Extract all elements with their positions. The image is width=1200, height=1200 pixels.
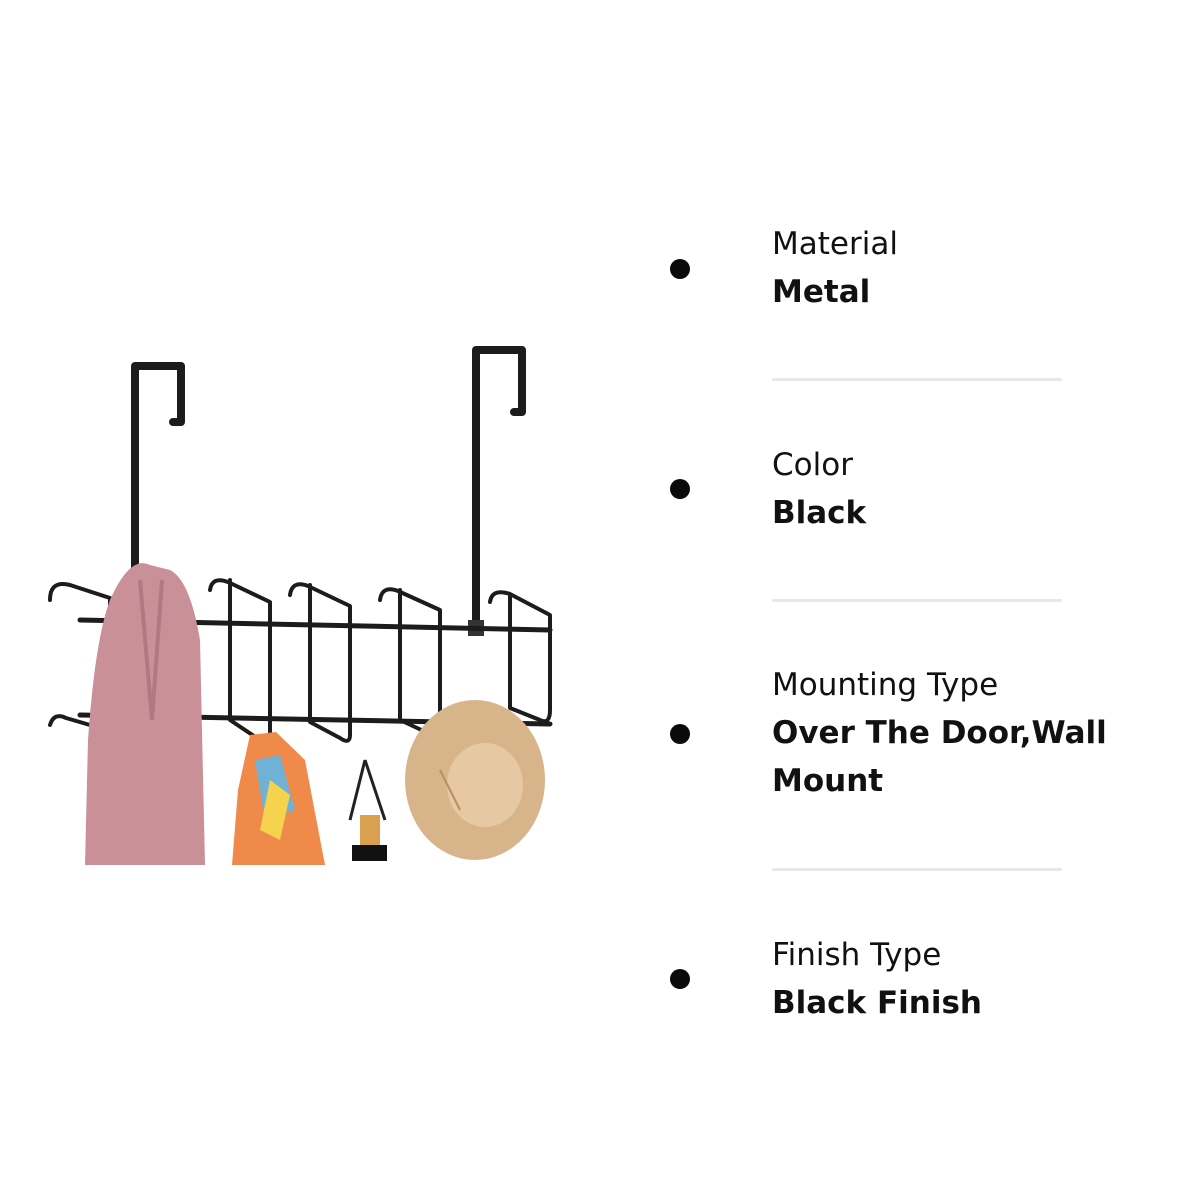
bullet-dot-icon (670, 969, 690, 989)
hook-rack-illustration (48, 346, 553, 865)
spec-value-material: Metal (772, 274, 871, 310)
product-image (40, 340, 580, 870)
spec-value-finish-type: Black Finish (772, 985, 982, 1021)
divider (772, 868, 1062, 871)
bullet-dot-icon (670, 479, 690, 499)
spec-label-finish-type: Finish Type (772, 937, 942, 973)
divider (772, 599, 1062, 602)
divider (772, 378, 1062, 381)
spec-value-mounting-type: Over The Door,Wall Mount (772, 715, 1107, 799)
spec-label-material: Material (772, 226, 898, 262)
spec-value-color: Black (772, 495, 867, 531)
spec-label-color: Color (772, 447, 853, 483)
spec-label-mounting-type: Mounting Type (772, 667, 999, 703)
bullet-dot-icon (670, 259, 690, 279)
bullet-dot-icon (670, 724, 690, 744)
